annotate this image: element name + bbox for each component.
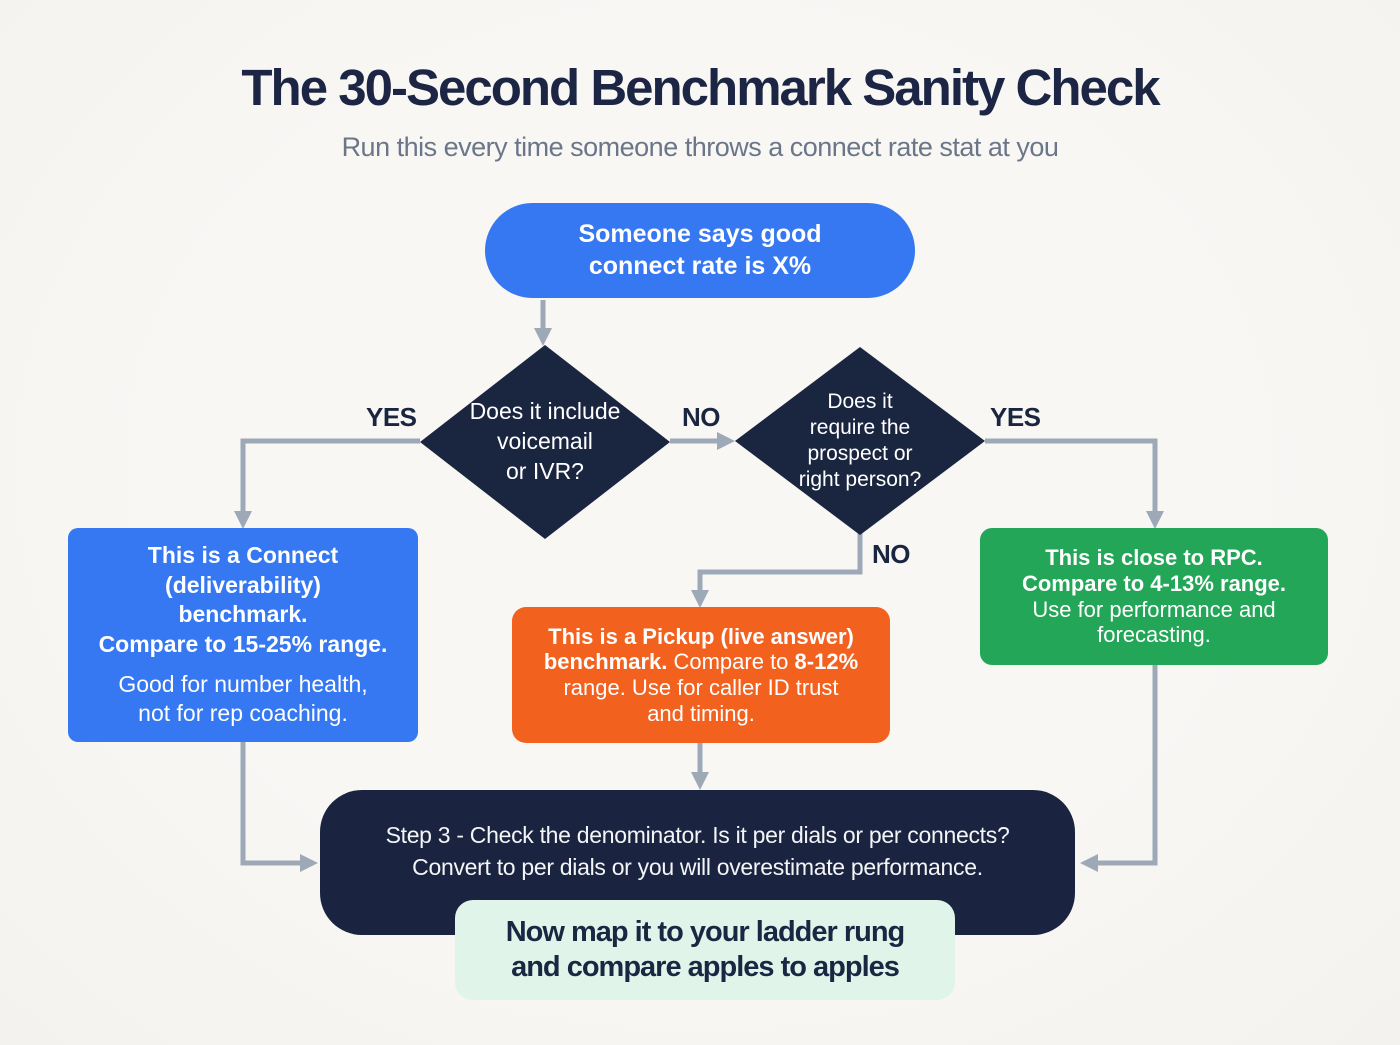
arrowhead-down-icon bbox=[534, 328, 552, 346]
arrowhead-right-icon bbox=[717, 432, 735, 450]
step3-text: Step 3 - Check the denominator. Is it pe… bbox=[385, 822, 1010, 880]
rpc-benchmark-bold-text: This is close to RPC. Compare to 4-13% r… bbox=[1021, 544, 1287, 596]
connector-decision1-no-to-decision2 bbox=[670, 432, 735, 450]
pickup-benchmark-text: This is a Pickup (live answer) benchmark… bbox=[543, 623, 859, 726]
arrowhead-left-icon bbox=[1080, 854, 1098, 872]
arrowhead-down-icon bbox=[1146, 511, 1164, 529]
node-final: Now map it to your ladder rung and compa… bbox=[455, 900, 955, 1000]
decision-prospect-text: Does it require the prospect or right pe… bbox=[798, 389, 922, 492]
label-yes-left: YES bbox=[366, 402, 417, 432]
label-no-middle: NO bbox=[682, 402, 721, 432]
arrowhead-down-icon bbox=[691, 772, 709, 790]
connector-decision2-yes-to-rpc bbox=[985, 438, 1164, 529]
start-text: Someone says good connect rate is X% bbox=[578, 220, 822, 280]
node-rpc-benchmark: This is close to RPC. Compare to 4-13% r… bbox=[980, 528, 1328, 665]
connector-decision2-no-to-pickup bbox=[691, 531, 863, 608]
connect-benchmark-bold-text: This is a Connect (deliverability) bench… bbox=[98, 542, 388, 657]
connector-start-to-decision1 bbox=[534, 300, 552, 346]
page-title: The 30-Second Benchmark Sanity Check bbox=[241, 59, 1160, 116]
connector-rpc-to-step3 bbox=[1080, 664, 1158, 872]
connect-benchmark-regular-text: Good for number health, not for rep coac… bbox=[118, 670, 368, 727]
node-connect-benchmark: This is a Connect (deliverability) bench… bbox=[68, 528, 418, 742]
decision-voicemail-text: Does it include voicemail or IVR? bbox=[469, 398, 621, 484]
connector-decision1-yes-to-connect bbox=[234, 438, 420, 529]
rpc-benchmark-regular-text: Use for performance and forecasting. bbox=[1032, 596, 1276, 648]
arrowhead-down-icon bbox=[691, 590, 709, 608]
connector-pickup-to-step3 bbox=[691, 742, 709, 790]
node-start: Someone says good connect rate is X% bbox=[485, 203, 915, 298]
connector-connect-to-step3 bbox=[240, 740, 318, 872]
arrowhead-down-icon bbox=[234, 511, 252, 529]
arrowhead-right-icon bbox=[300, 854, 318, 872]
label-no-bottom: NO bbox=[872, 539, 911, 569]
page-subtitle: Run this every time someone throws a con… bbox=[341, 132, 1059, 162]
label-yes-right: YES bbox=[990, 402, 1041, 432]
node-pickup-benchmark: This is a Pickup (live answer) benchmark… bbox=[512, 607, 890, 743]
final-text: Now map it to your ladder rung and compa… bbox=[505, 916, 906, 983]
